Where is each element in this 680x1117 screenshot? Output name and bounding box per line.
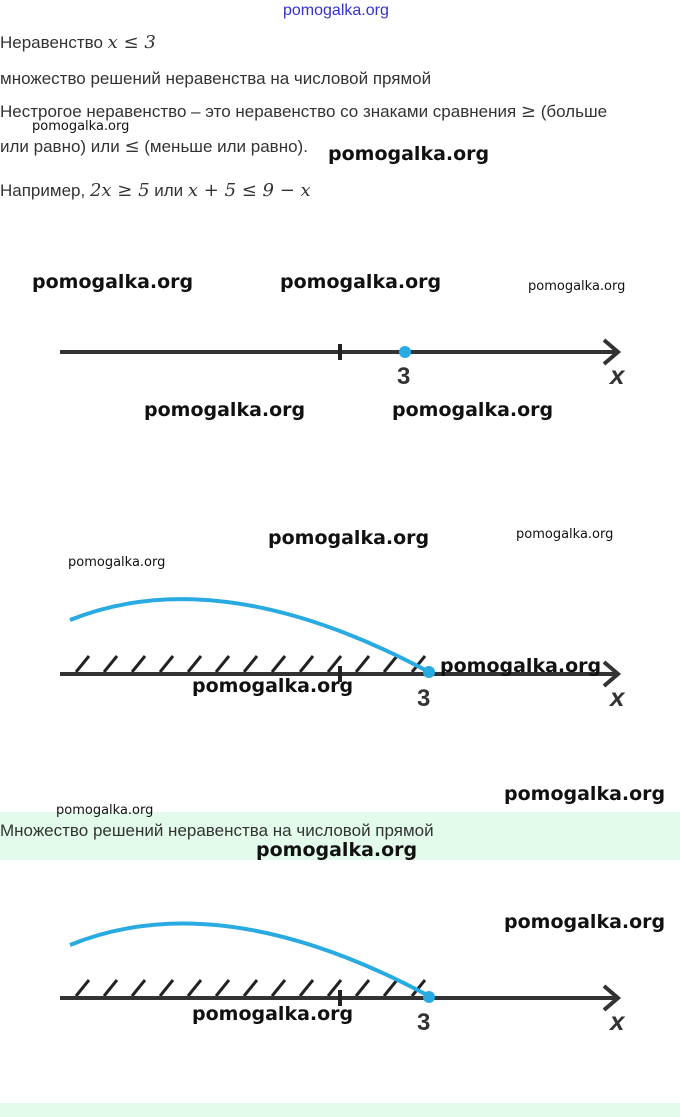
header-watermark[interactable]: pomogalka.org (283, 2, 389, 19)
watermark: pomogalka.org (192, 675, 354, 697)
watermark: pomogalka.org (32, 271, 194, 293)
point-label: 3 (417, 685, 430, 712)
watermark: pomogalka.org (516, 527, 614, 542)
hatch-mark (158, 655, 175, 673)
highlight-band-bottom (0, 1103, 680, 1117)
hatch-mark (130, 979, 147, 997)
axis-label: x (608, 682, 626, 712)
solution-arc (69, 597, 430, 674)
math: ≥ (520, 101, 536, 122)
hatch-mark (410, 979, 427, 997)
text: или равно) или (0, 137, 125, 156)
point-3 (399, 346, 411, 358)
text: или (149, 181, 188, 200)
hatch-mark (354, 979, 371, 997)
hatch-mark (298, 979, 315, 997)
hatch-mark (326, 979, 343, 997)
definition-line-1: Нестрогое неравенство – это неравенство … (0, 101, 607, 122)
point-label: 3 (417, 1009, 430, 1036)
watermark: pomogalka.org (68, 555, 166, 570)
text: Нестрогое неравенство – это неравенство … (0, 102, 521, 121)
number-line-solution: 3 x (60, 597, 626, 712)
hatch-mark (382, 979, 399, 997)
watermark: pomogalka.org (268, 527, 430, 549)
watermark: pomogalka.org (440, 655, 602, 677)
math: x + 5 ≤ 9 − x (187, 180, 311, 201)
math: x ≤ 3 (107, 32, 156, 53)
example-line: Например, 2x ≥ 5 или x + 5 ≤ 9 − x (0, 180, 311, 201)
definition-line-2: или равно) или ≤ (меньше или равно). (0, 136, 308, 157)
hatch-mark (186, 979, 203, 997)
point-3 (423, 991, 435, 1003)
hatch-mark (242, 655, 259, 673)
watermark: pomogalka.org (328, 143, 490, 165)
hatch-mark (242, 979, 259, 997)
watermark: pomogalka.org (192, 1003, 354, 1025)
band-title: Множество решений неравенства на числово… (0, 821, 434, 840)
solution-arc (69, 921, 430, 998)
highlight-band (0, 812, 680, 860)
hatch-mark (382, 655, 399, 673)
subtitle-line: множество решений неравенства на числово… (0, 69, 432, 88)
text: Например, (0, 181, 90, 200)
hatch-mark (158, 979, 175, 997)
axis-label: x (608, 360, 626, 390)
point-3 (423, 666, 435, 678)
math: ≤ (124, 136, 140, 157)
number-line-solution-2: 3 x (60, 921, 626, 1036)
watermark: pomogalka.org (32, 119, 130, 134)
number-line-point: 3 x (60, 338, 626, 390)
watermark: pomogalka.org (56, 803, 154, 818)
hatch-mark (410, 655, 427, 673)
watermark: pomogalka.org (392, 399, 554, 421)
axis-label: x (608, 1006, 626, 1036)
hatch-mark (214, 655, 231, 673)
hatch-mark (74, 979, 91, 997)
hatch-mark (326, 655, 343, 673)
hatch-mark (354, 655, 371, 673)
hatch-mark (186, 655, 203, 673)
watermark: pomogalka.org (144, 399, 306, 421)
hatch-mark (270, 655, 287, 673)
hatch-mark (102, 655, 119, 673)
watermark: pomogalka.org (256, 839, 418, 861)
hatch-mark (102, 979, 119, 997)
text: (меньше или равно). (139, 137, 308, 156)
point-label: 3 (397, 363, 410, 390)
math: 2x ≥ 5 (89, 180, 150, 201)
text: Неравенство (0, 33, 108, 52)
hatch-mark (214, 979, 231, 997)
watermark: pomogalka.org (504, 911, 666, 933)
text: (больше (535, 102, 608, 121)
hatch-mark (270, 979, 287, 997)
hatch-mark (130, 655, 147, 673)
watermark: pomogalka.org (280, 271, 442, 293)
hatch-mark (298, 655, 315, 673)
watermark: pomogalka.org (504, 783, 666, 805)
hatch-mark (74, 655, 91, 673)
heading-line: Неравенство x ≤ 3 (0, 32, 156, 53)
watermark: pomogalka.org (528, 279, 626, 294)
